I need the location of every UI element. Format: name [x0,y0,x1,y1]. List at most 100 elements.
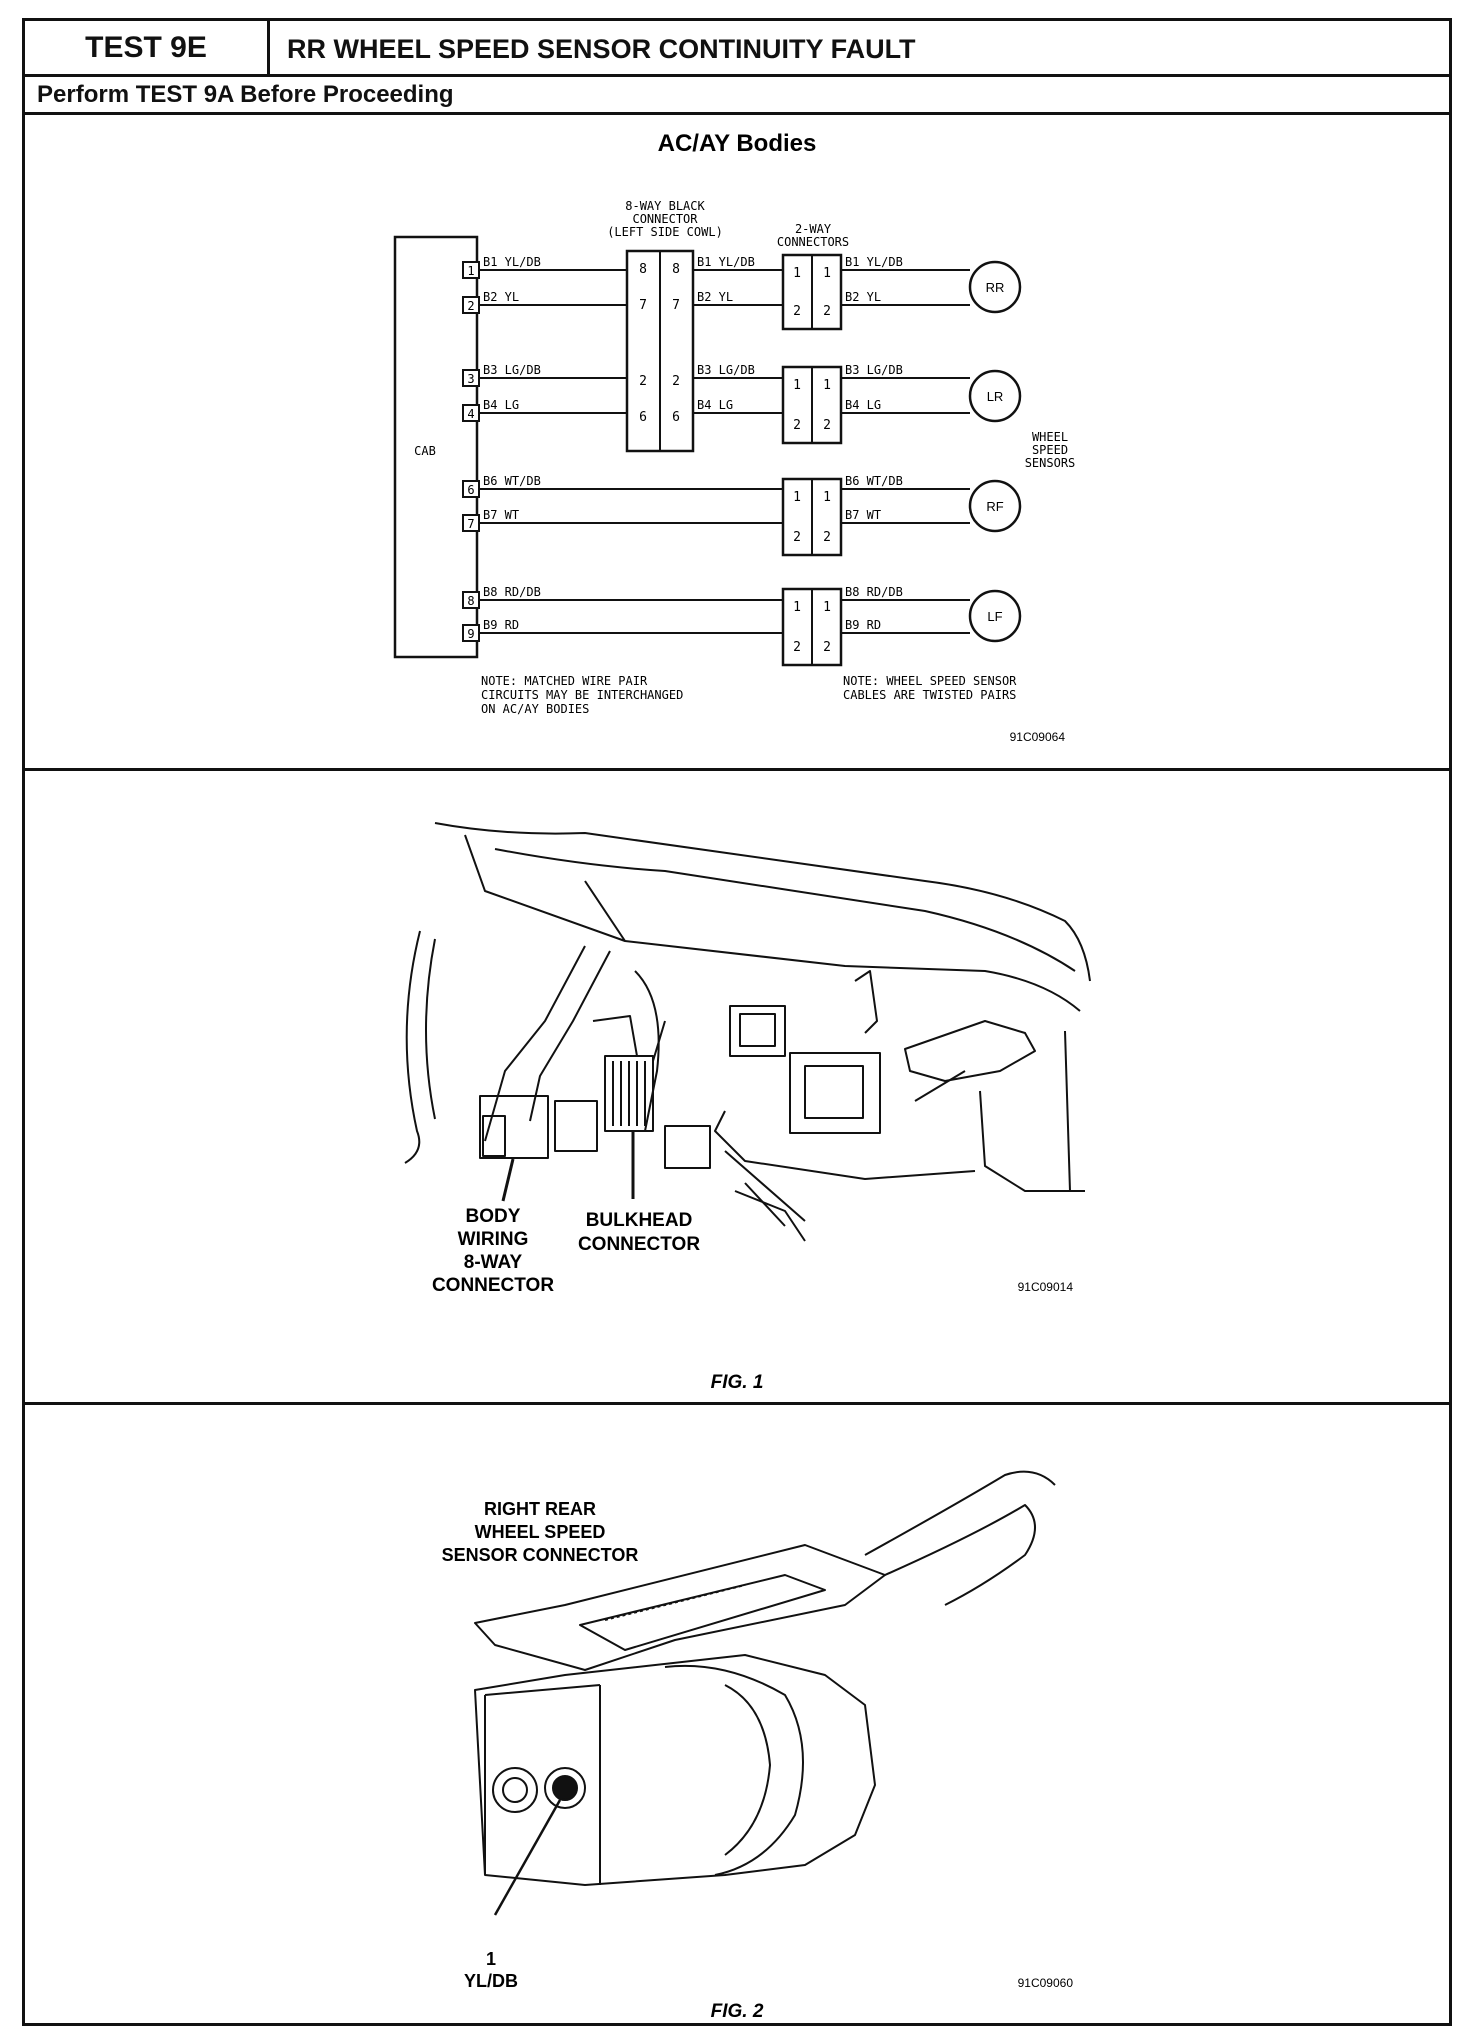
dash-edge [494,848,1076,972]
connector-2way-pin: 1 [793,600,801,615]
circuit-label: B1 YL/DB [697,255,755,269]
circuit-label: B6 WT/DB [845,474,903,488]
note-right: CABLES ARE TWISTED PAIRS [843,688,1016,702]
circuit-label: B6 WT/DB [483,474,541,488]
circuit-label: B9 RD [483,618,519,632]
connector-8way-pin: 7 [639,298,647,313]
fig1-code: 91C09014 [1018,1280,1074,1294]
sensor-label-lr: LR [987,389,1004,404]
sensor-label-lf: LF [987,609,1002,624]
harness [484,945,611,1142]
circuit-label: B4 LG [483,398,519,412]
panel-edge [979,1090,1085,1192]
sensor-lf [968,589,1022,643]
dash-opening [804,1065,864,1119]
prerequisite-note: Perform TEST 9A Before Proceeding [25,77,1449,115]
bracket [854,970,878,1034]
pillar [404,930,421,1164]
connector-8way-label: CONNECTOR [632,212,698,226]
schematic-title: AC/AY Bodies [658,130,817,157]
connector-8way-pin: 2 [672,374,680,389]
connector-2way-label: CONNECTORS [777,235,849,249]
cab-pin: 3 [467,372,474,386]
circuit-label: B4 LG [697,398,733,412]
dash-opening [739,1013,776,1047]
dash-panel-drawing [404,822,1091,1242]
cab-pin: 9 [467,627,474,641]
circuit-label: B2 YL [845,290,881,304]
connector-8way-pin: 6 [639,410,647,425]
relay-cluster [904,1020,1036,1082]
label-body-wiring: CONNECTOR [432,1275,554,1296]
dash-opening [789,1052,881,1134]
sensor-connector-drawing [474,1470,1056,1916]
connector-8way-pin: 2 [639,374,647,389]
circuit-label: B7 WT [483,508,519,522]
note-left: ON AC/AY BODIES [481,702,589,716]
connector-8way-pin: 8 [672,262,680,277]
connector-2way-pin: 2 [823,418,831,433]
cab-pins: 1 2 3 4 6 7 8 9 [462,261,480,642]
pin-cavity-2 [502,1777,528,1803]
circuit-labels: B1 YL/DB B1 YL/DB B1 YL/DB B2 YL B2 YL B… [483,255,903,632]
connector-2way-pin: 2 [823,530,831,545]
sensors-label: SPEED [1032,443,1068,457]
dash-opening [729,1005,786,1057]
latch-ridges [604,1584,746,1621]
side-connector [664,1125,711,1169]
sensor-lr [968,369,1022,423]
wiring-schematic: AC/AY Bodies CAB 1 2 3 4 6 7 8 [393,130,1076,744]
label-sensor-connector: RIGHT REAR [484,1499,596,1519]
note-left: NOTE: MATCHED WIRE PAIR [481,674,648,688]
figure-code: 91C09064 [1010,730,1066,744]
connector-8way-pin: 6 [672,410,680,425]
pillar [425,938,436,1120]
connector-8way-pin: 8 [639,262,647,277]
connector-2way-pin: 2 [793,304,801,319]
fig2-caption: FIG. 2 [711,2001,764,2022]
connector-body [724,1684,771,1856]
label-sensor-connector: WHEEL SPEED [475,1522,606,1542]
connector-2way-pin: 1 [793,266,801,281]
connector-2way-pin: 1 [823,490,831,505]
wires [479,269,970,634]
circuit-label: B4 LG [845,398,881,412]
pin-terminal-1 [552,1775,578,1801]
leader-line [501,1158,515,1202]
circuit-label: B8 RD/DB [483,585,541,599]
schematic-panel: AC/AY Bodies CAB 1 2 3 4 6 7 8 [25,115,1449,771]
fig1-caption: FIG. 1 [711,1372,764,1393]
leader-line [493,1799,562,1916]
connector-8way-label: 8-WAY BLACK [625,199,705,213]
floor [724,1150,806,1227]
sensor-label-rr: RR [986,280,1005,295]
header-bar: TEST 9E RR WHEEL SPEED SENSOR CONTINUITY… [25,21,1449,77]
cab-pin: 1 [467,264,474,278]
circuit-label: B2 YL [697,290,733,304]
fig2-panel: RIGHT REAR WHEEL SPEED SENSOR CONNECTOR … [25,1405,1449,2026]
test-page: TEST 9E RR WHEEL SPEED SENSOR CONTINUITY… [22,18,1452,2026]
connector-2way-pin: 1 [823,600,831,615]
fig1-panel: BODY WIRING 8-WAY CONNECTOR BULKHEAD CON… [25,771,1449,1405]
circuit-label: B7 WT [845,508,881,522]
circuit-label: B3 LG/DB [483,363,541,377]
circuit-label: B8 RD/DB [845,585,903,599]
connectors-2way: 1 1 2 2 1 1 2 2 1 1 2 2 1 1 2 [781,253,843,667]
connector-2way-pin: 2 [823,640,831,655]
circuit-label: B3 LG/DB [845,363,903,377]
label-bulkhead: BULKHEAD [586,1210,693,1231]
sensors-label: SENSORS [1025,456,1076,470]
sensors-label: WHEEL [1032,430,1068,444]
cable [884,1504,1036,1606]
cab-pin: 8 [467,594,474,608]
cab-module-box [393,235,479,659]
body-wiring-connector [479,1095,549,1159]
connector-body [664,1664,804,1876]
circuit-label: B1 YL/DB [845,255,903,269]
note-right: NOTE: WHEEL SPEED SENSOR [843,674,1017,688]
cab-pin: 2 [467,299,474,313]
connector-face [484,1684,601,1885]
floor [714,1110,976,1180]
harness [634,970,660,1132]
connector-2way-pin: 1 [793,378,801,393]
